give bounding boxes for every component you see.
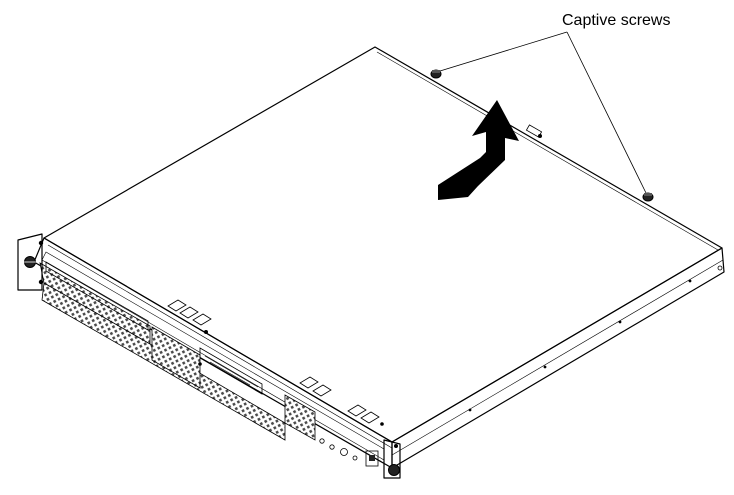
- captive-screw-icon: [430, 69, 442, 79]
- right-thumbscrew-icon: [388, 464, 400, 476]
- center-vent-grille: [151, 326, 201, 389]
- rear-latch-icon: [525, 124, 543, 138]
- front-panel-slot: [199, 347, 263, 395]
- right-rack-ear: [383, 439, 401, 479]
- server-chassis: [17, 46, 725, 479]
- drive-bay: [45, 261, 149, 331]
- front-controls: [319, 438, 379, 467]
- cover-removal-arrow-icon: [438, 100, 519, 200]
- left-rack-ear: [17, 233, 44, 291]
- callout-label: Captive screws: [562, 12, 670, 29]
- right-vent-grille: [284, 394, 316, 441]
- bezel-latch-tabs: [167, 299, 380, 424]
- side-panel: [391, 247, 725, 469]
- captive-screw-icon: [642, 192, 654, 202]
- callout-leaders: [439, 31, 648, 196]
- captive-screws: [430, 69, 654, 202]
- top-cover: [43, 46, 723, 443]
- power-button: [365, 450, 379, 467]
- side-rail-holes: [468, 265, 723, 412]
